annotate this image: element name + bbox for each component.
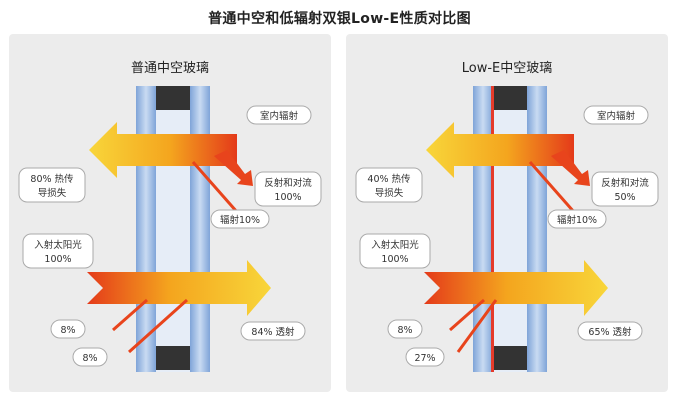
reflect-small-label-1: 8% (397, 325, 412, 336)
sunlight-callout (22, 233, 94, 269)
heat-loss-label-2: 导损失 (38, 187, 67, 199)
transmission-label: 65% 透射 (588, 326, 632, 338)
diagram-title: 普通中空和低辐射双银Low-E性质对比图 (208, 11, 471, 27)
indoor-radiation-label: 室内辐射 (260, 110, 299, 122)
reflection-arrow (214, 150, 253, 186)
heat-loss-arrow (426, 122, 574, 178)
radiation-line (191, 161, 239, 213)
top-spacer (493, 86, 527, 110)
reflection-label-2: 100% (274, 192, 301, 203)
reflect-small-callout-2 (405, 347, 445, 367)
sunlight-label-2: 100% (44, 254, 71, 265)
air-gap (156, 86, 190, 372)
reflection-line-1 (112, 298, 148, 332)
bottom-spacer (156, 346, 190, 370)
glass-unit (136, 86, 210, 372)
transmission-label: 84% 透射 (251, 326, 295, 338)
indoor-radiation-callout (246, 105, 312, 125)
panel-title: Low-E中空玻璃 (462, 61, 553, 76)
low-e-coating (491, 86, 494, 372)
glass-unit (473, 86, 547, 372)
reflection-label-1: 反射和对流 (601, 177, 649, 189)
reflection-label-1: 反射和对流 (264, 177, 312, 189)
reflect-small-label-2: 27% (414, 353, 435, 364)
heat-loss-label-1: 80% 热传 (30, 173, 74, 185)
reflection-line-2 (456, 299, 498, 353)
radiation-callout (547, 209, 607, 229)
transmission-callout (240, 321, 306, 341)
inner-glass-pane (527, 86, 547, 372)
radiation-line (528, 161, 576, 213)
reflect-small-callout-1 (387, 319, 423, 339)
reflection-callout (254, 171, 322, 207)
heat-loss-label-2: 导损失 (375, 187, 404, 199)
radiation-label: 辐射10% (220, 214, 260, 226)
reflection-callout (591, 171, 659, 207)
reflection-label-2: 50% (614, 192, 635, 203)
heat-loss-arrow (89, 122, 237, 178)
transmission-callout (577, 321, 643, 341)
panel-low-e-glass: Low-E中空玻璃 室内辐射 40% 热传 导损失 反射和对流 (346, 34, 668, 392)
sunlight-callout (359, 233, 431, 269)
heat-loss-label-1: 40% 热传 (367, 173, 411, 185)
sunlight-arrow (424, 260, 608, 316)
reflection-line-1 (449, 298, 485, 332)
radiation-callout (210, 209, 270, 229)
sunlight-label-2: 100% (381, 254, 408, 265)
indoor-radiation-callout (583, 105, 649, 125)
panel-title: 普通中空玻璃 (131, 61, 209, 76)
reflect-small-label-2: 8% (82, 353, 97, 364)
heat-loss-callout (355, 167, 423, 203)
reflection-line-2 (127, 298, 189, 354)
top-spacer (156, 86, 190, 110)
indoor-radiation-label: 室内辐射 (597, 110, 636, 122)
reflect-small-callout-1 (50, 319, 86, 339)
heat-loss-callout (18, 167, 86, 203)
inner-glass-pane (190, 86, 210, 372)
panel-ordinary-glass: 普通中空玻璃 室内辐射 80% 热传 导损失 反射和对流 100% (9, 34, 331, 392)
reflect-small-callout-2 (72, 347, 108, 367)
sunlight-label-1: 入射太阳光 (34, 239, 82, 251)
bottom-spacer (493, 346, 527, 370)
sunlight-label-1: 入射太阳光 (371, 239, 419, 251)
radiation-label: 辐射10% (557, 214, 597, 226)
reflection-arrow (551, 150, 590, 186)
reflect-small-label-1: 8% (60, 325, 75, 336)
air-gap (493, 86, 527, 372)
sunlight-arrow (87, 260, 271, 316)
